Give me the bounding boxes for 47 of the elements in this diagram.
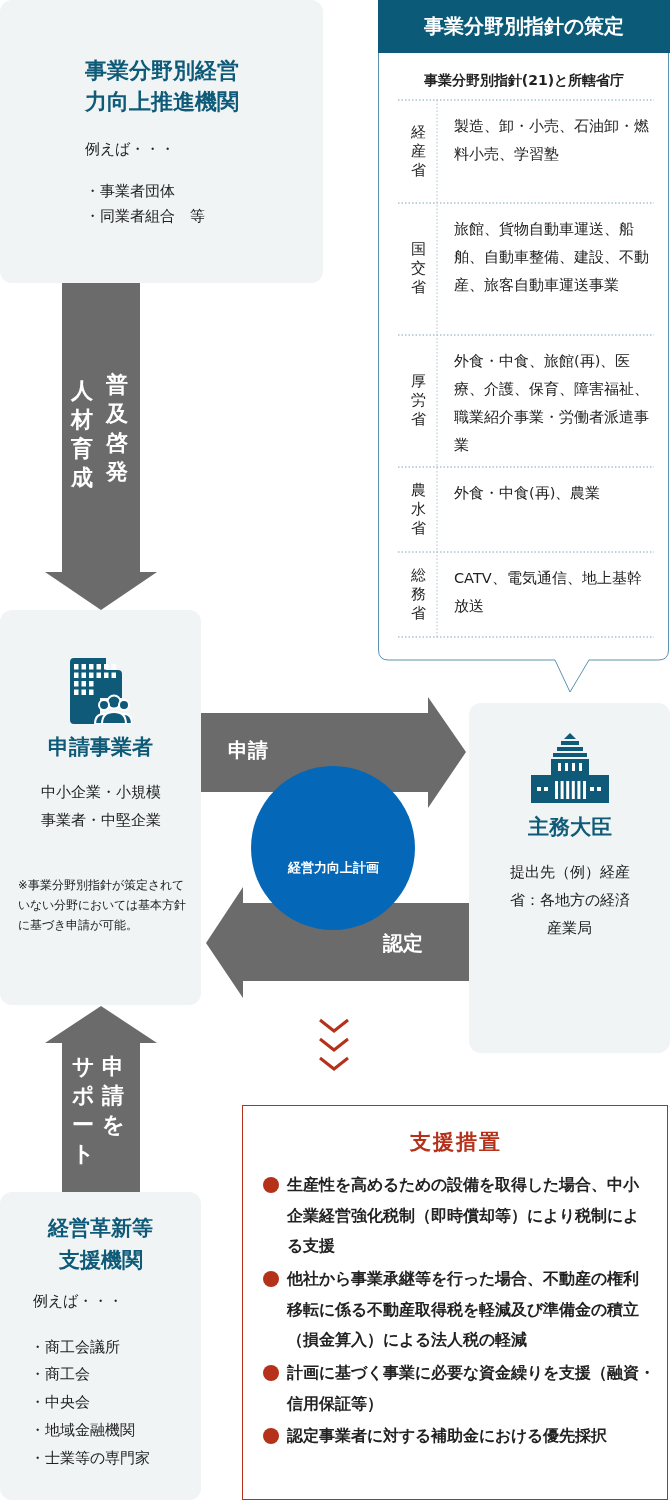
list-item: ・士業等の専門家: [30, 1449, 151, 1468]
list-item: ・同業者組合 等: [85, 207, 206, 226]
body-text: 例えば・・・: [85, 140, 176, 159]
table-heading: 事業分野別指針(21)と所轄省庁: [422, 72, 626, 90]
table-cell-text: 外食・中食(再)、農業: [454, 484, 602, 503]
support-box: [242, 1105, 668, 1500]
list-item: ・商工会: [30, 1365, 91, 1384]
list-item: ・地域金融機関: [30, 1421, 136, 1440]
block-arrow: [45, 283, 157, 610]
info-box: [469, 703, 670, 1053]
bullet-text: 生産性を高めるための設備を取得した場合、中小企業経営強化税制（即時償却等）により税制による支援: [287, 1175, 640, 1257]
edge-label: 申請: [228, 737, 268, 764]
table-cell-text: CATV、電気通信、地上基幹放送: [454, 569, 643, 616]
box-title: 経営革新等支援機関: [46, 1215, 154, 1274]
list-item: ・商工会議所: [30, 1338, 121, 1357]
table-cell-text: 外食・中食、旅館(再)、医療、介護、保育、障害福祉、職業紹介事業・労働者派遣事業: [454, 352, 650, 455]
body-text: 例えば・・・: [33, 1292, 124, 1311]
block-arrow: [45, 1006, 157, 1192]
table-cell-text: 国交省: [409, 240, 427, 297]
body-text: 中小企業・小規模事業者・中堅企業: [39, 782, 162, 831]
table-cell-text: 旅館、貨物自動車運送、船舶、自動車整備、建設、不動産、旅客自動車運送事業: [454, 220, 650, 295]
info-box: [0, 1192, 201, 1500]
note-text: ※事業分野別指針が策定されていない分野においては基本方針に基づき申請が可能。: [18, 877, 187, 934]
bullet-text: 計画に基づく事業に必要な資金繰りを支援（融資・信用保証等）: [287, 1363, 656, 1415]
info-box: [0, 0, 323, 283]
box-title: 支援措置: [409, 1129, 503, 1156]
chevron-arrow: [318, 1018, 350, 1071]
edge-label: 申請をサポート: [71, 1053, 126, 1168]
header-band: 事業分野別指針の策定: [378, 0, 670, 53]
table-cell-text: 厚労省: [409, 372, 427, 429]
arrow-label: 人材育成: [70, 377, 94, 492]
list-item: ・中央会: [30, 1393, 91, 1412]
bullet-text: 認定事業者に対する補助金における優先採択: [287, 1426, 608, 1447]
box-title: 申請事業者: [47, 734, 154, 761]
box-title: 主務大臣: [526, 814, 613, 841]
edge-label: 普及啓発: [105, 371, 129, 486]
bullet-text: 他社から事業承継等を行った場合、不動産の権利移転に係る不動産取得税を軽減及び準備金の積立（損金算入）による法人税の軽減: [287, 1269, 640, 1351]
list-item: ・事業者団体: [85, 182, 176, 201]
table-cell-text: 農水省: [409, 480, 427, 538]
info-box: [0, 610, 201, 1005]
table-cell-text: 経産省: [409, 122, 427, 180]
circle-label: 経営力向上計画: [286, 860, 380, 877]
edge-label: 認定: [383, 930, 423, 957]
table-cell-text: 総務省: [409, 565, 427, 623]
body-text: 提出先（例）経産省：各地方の経済産業局: [508, 862, 631, 939]
table-cell-text: 製造、卸・小売、石油卸・燃料小売、学習塾: [454, 117, 650, 164]
box-title: 事業分野別経営力向上推進機関: [83, 57, 240, 116]
